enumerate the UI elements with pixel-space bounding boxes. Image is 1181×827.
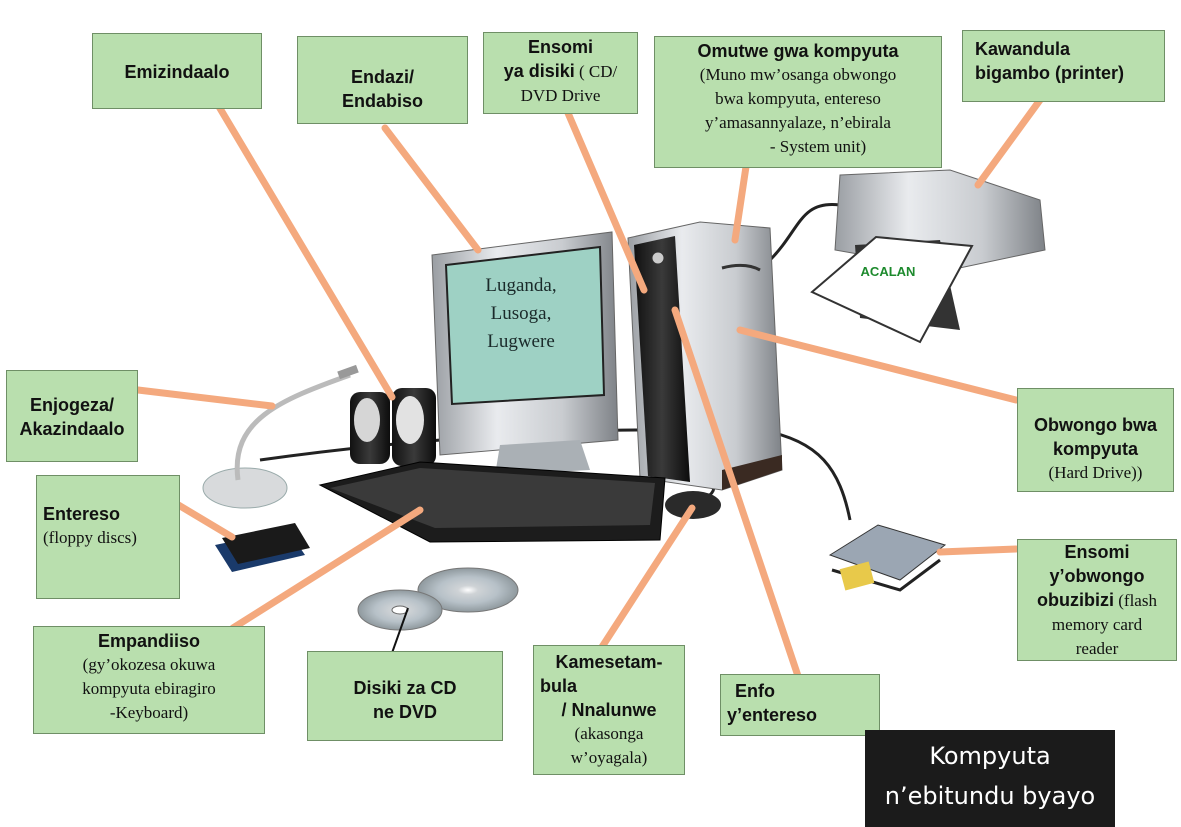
card-reader <box>828 524 947 592</box>
label-ensomi-obwongo-paren: (flash <box>1114 591 1157 610</box>
label-emizindaalo: Emizindaalo <box>92 33 262 109</box>
label-endazi-line2: Endabiso <box>341 91 423 111</box>
cd-pointer <box>391 607 409 654</box>
label-ensomi-disiki-line2: ya disiki <box>503 61 575 81</box>
label-empandiiso-title: Empandiiso <box>97 631 200 651</box>
label-omutwe-line3: y’amasannyalaze, n’ebirala <box>705 113 891 132</box>
label-kawandula-line1: Kawandula <box>975 39 1071 59</box>
printer-paper-text: ACALAN <box>860 264 916 279</box>
printer <box>810 169 1046 344</box>
diagram-title: Kompyuta n’ebitundu byayo <box>865 730 1115 827</box>
label-kamesetambula-line3: / Nnalunwe <box>561 700 657 720</box>
label-ensomi-disiki-paren: ( CD/ <box>574 62 618 81</box>
monitor <box>431 231 619 475</box>
label-ensomi-disiki: Ensomi ya disiki ( CD/ DVD Drive <box>483 32 638 114</box>
label-ensomi-disiki-line1: Ensomi <box>527 37 593 57</box>
label-disiki-cd: Disiki za CD ne DVD <box>307 651 503 741</box>
label-obwongo: Obwongo bwa kompyuta (Hard Drive)) <box>1017 388 1174 492</box>
label-ensomi-obwongo-line1: Ensomi <box>1064 542 1130 562</box>
keyboard <box>318 461 666 543</box>
label-emizindaalo-title: Emizindaalo <box>124 62 230 82</box>
diagram-title-line2: n’ebitundu byayo <box>884 782 1096 810</box>
label-enjogeza-line1: Enjogeza/ <box>29 395 114 415</box>
label-kamesetambula: Kamesetam- bula / Nnalunwe (akasonga w’o… <box>533 645 685 775</box>
label-kamesetambula-line1: Kamesetam- <box>555 652 663 672</box>
label-omutwe: Omutwe gwa kompyuta (Muno mw’osanga obwo… <box>654 36 942 168</box>
screen-line-3: Lugwere <box>487 331 555 352</box>
label-omutwe-line4: - System unit) <box>769 137 867 156</box>
label-kawandula: Kawandula bigambo (printer) <box>962 30 1165 102</box>
label-empandiiso-line1: (gy’okozesa okuwa <box>82 655 216 674</box>
diagram-title-line1: Kompyuta <box>929 742 1051 770</box>
label-endazi-line1: Endazi/ <box>350 67 414 87</box>
label-ensomi-obwongo: Ensomi y’obwongo obuzibizi (flash memory… <box>1017 539 1177 661</box>
label-enfo-line2: y’entereso <box>727 705 818 725</box>
speakers <box>350 388 436 466</box>
system-unit <box>627 221 783 491</box>
label-enfo-line1: Enfo <box>735 681 775 701</box>
screen-line-2: Lusoga, <box>490 303 552 324</box>
label-obwongo-line1: Obwongo bwa <box>1034 415 1157 435</box>
cd-discs <box>357 567 519 631</box>
label-entereso-title: Entereso <box>43 504 121 524</box>
label-endazi: Endazi/ Endabiso <box>297 36 468 124</box>
label-entereso-sub: (floppy discs) <box>43 528 137 547</box>
monitor-screen-text: Luganda, Lusoga, Lugwere <box>456 272 586 356</box>
label-enjogeza: Enjogeza/ Akazindaalo <box>6 370 138 462</box>
label-obwongo-line3: (Hard Drive)) <box>1048 463 1143 482</box>
microphone <box>202 364 359 509</box>
label-omutwe-line2: bwa kompyuta, entereso <box>715 89 881 108</box>
label-disiki-cd-line1: Disiki za CD <box>353 678 457 698</box>
label-omutwe-title: Omutwe gwa kompyuta <box>697 41 899 61</box>
label-ensomi-obwongo-line3: obuzibizi <box>1037 590 1114 610</box>
label-empandiiso-line3: -Keyboard) <box>109 703 189 722</box>
label-disiki-cd-line2: ne DVD <box>372 702 437 722</box>
label-enjogeza-line2: Akazindaalo <box>19 419 125 439</box>
label-ensomi-obwongo-line2: y’obwongo <box>1049 566 1145 586</box>
label-obwongo-line2: kompyuta <box>1052 439 1139 459</box>
floppy-discs <box>215 523 310 572</box>
label-enfo: Enfo y’entereso <box>720 674 880 736</box>
label-kamesetambula-line5: w’oyagala) <box>570 748 648 767</box>
label-omutwe-line1: (Muno mw’osanga obwongo <box>699 65 897 84</box>
label-kamesetambula-line2: bula <box>540 676 578 696</box>
label-ensomi-obwongo-line4: memory card <box>1051 615 1143 634</box>
screen-line-1: Luganda, <box>485 275 557 296</box>
label-kawandula-line2: bigambo (printer) <box>975 63 1124 83</box>
label-empandiiso-line2: kompyuta ebiragiro <box>82 679 216 698</box>
label-kamesetambula-line4: (akasonga <box>574 724 644 743</box>
label-entereso: Entereso (floppy discs) <box>36 475 180 599</box>
label-empandiiso: Empandiiso (gy’okozesa okuwa kompyuta eb… <box>33 626 265 734</box>
label-ensomi-obwongo-line5: reader <box>1075 639 1119 658</box>
label-ensomi-disiki-line3: DVD Drive <box>520 86 601 105</box>
